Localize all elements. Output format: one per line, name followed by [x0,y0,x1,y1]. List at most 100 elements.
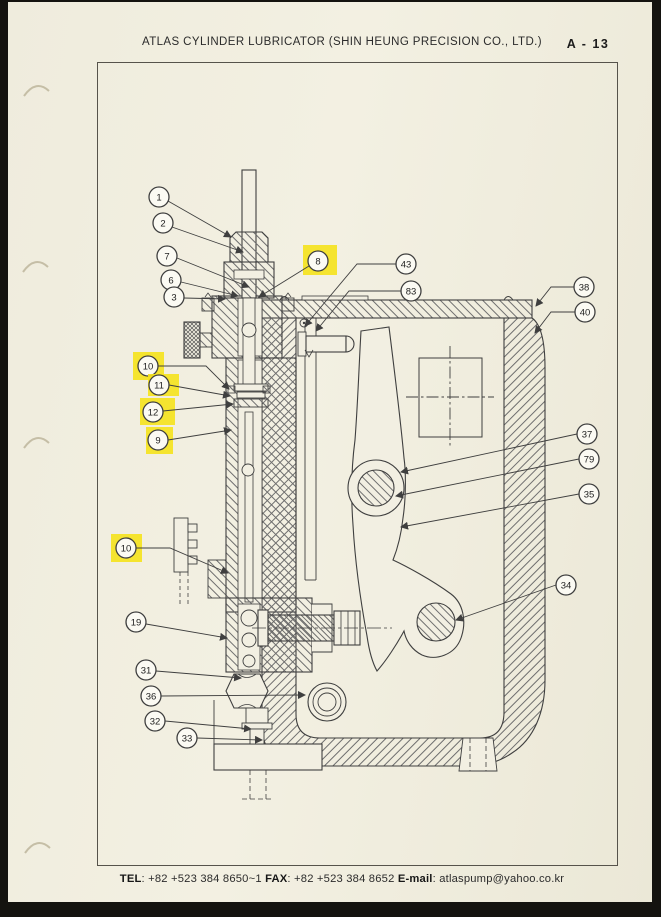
punch-hole-mark [22,261,49,273]
hex-nut-facet [237,704,257,709]
leader-line [183,294,226,303]
punch-hole-mark [24,842,51,854]
callout-balloon-1: 1 [148,186,232,238]
drawing-frame [97,62,618,866]
check-ball [241,632,257,648]
svg-text:9: 9 [155,435,160,446]
lubricator-sectional-drawing: 1276384383384010111291037793534193136323… [111,169,600,800]
leader-line [167,427,232,441]
mount-bolt-head [245,707,269,724]
callout-balloon-33: 33 [176,727,263,749]
callout-balloon-9: 9 [146,427,232,454]
punch-hole-mark [23,437,50,449]
svg-text:12: 12 [148,407,159,418]
ratchet-tooth [187,539,198,549]
check-ball-upper [241,322,257,338]
svg-text:31: 31 [141,665,152,676]
callout-balloon-11: 11 [148,374,231,399]
leader-line [171,226,244,254]
sight-glass-outer [307,682,347,722]
svg-text:83: 83 [406,286,417,297]
callout-balloon-7: 7 [156,245,250,289]
roller-pin [305,335,347,353]
svg-text:10: 10 [121,543,132,554]
callout-balloon-10: 10 [111,534,229,574]
leader-line [455,584,557,622]
callout-balloon-43: 43 [304,253,417,327]
arm-end-pin [416,602,456,642]
callout-balloon-37: 37 [400,423,598,475]
packing-nut [229,231,269,263]
callout-balloon-83: 83 [315,280,422,332]
footer-contact: TEL: +82 +523 384 8650~1 FAX: +82 +523 3… [97,873,587,885]
gland-gap [233,269,265,280]
callout-balloon-38: 38 [535,276,595,307]
leader-line [155,670,242,682]
callout-balloon-32: 32 [144,710,252,733]
leader-line [168,384,231,399]
fax-label: FAX [265,873,288,885]
head-side-nut [281,297,295,312]
callout-balloon-6: 6 [160,269,239,299]
mount-bolt-washer [241,722,273,730]
callout-balloon-34: 34 [455,574,577,622]
tel-label: TEL [119,873,142,885]
clip-mark [304,349,314,358]
rod-in-head [242,297,256,389]
svg-text:10: 10 [143,361,154,372]
seal-spacer [236,391,266,399]
tank-body-section [261,317,546,767]
tank-cover-section [261,299,533,319]
oscillating-arm [351,326,465,672]
leader-line [304,263,396,327]
ratchet-bracket [173,517,189,573]
svg-text:6: 6 [168,275,173,286]
set-screw-center [302,321,306,325]
svg-text:40: 40 [580,307,591,318]
roller-pin-end [345,335,355,353]
leader-line [535,286,574,307]
seal-gland [233,398,269,408]
head-side-nut [201,297,215,312]
ratchet-tooth [187,555,198,565]
cover-screw-bump [503,296,514,301]
svg-text:33: 33 [182,733,193,744]
leader-line [400,433,578,475]
callout-balloon-35: 35 [400,483,600,530]
check-ball-mid [241,463,255,477]
reference-square [418,357,483,438]
foot-plate [213,743,323,771]
svg-text:8: 8 [315,256,320,267]
svg-text:37: 37 [582,429,593,440]
cover-gasket [301,295,369,301]
leader-line [136,547,229,574]
nut-tick [204,292,212,298]
arm-boss-pin [357,469,395,507]
leader-line [196,735,263,744]
email-label: E-mail [397,873,433,885]
callout-balloon-8: 8 [258,245,337,298]
leader-line [158,365,230,390]
suction-pipe [304,318,317,581]
leader-line [176,257,250,289]
svg-text:2: 2 [160,218,165,229]
svg-text:32: 32 [150,716,161,727]
tel-value: : +82 +523 384 8650~1 [141,873,266,885]
leader-line [164,720,252,733]
knob-stem [199,332,213,348]
callout-balloon-3: 3 [163,286,226,308]
check-ball [240,609,258,627]
drain-plug [458,737,498,772]
svg-text:36: 36 [146,691,157,702]
callout-balloon-40: 40 [534,301,596,334]
svg-text:38: 38 [579,282,590,293]
callout-balloon-36: 36 [140,685,306,707]
leader-line [167,200,232,238]
leader-line [395,458,580,499]
svg-text:43: 43 [401,259,412,270]
svg-text:1: 1 [156,192,161,203]
nut-tick [284,292,292,298]
svg-text:34: 34 [561,580,572,591]
svg-text:7: 7 [164,251,169,262]
